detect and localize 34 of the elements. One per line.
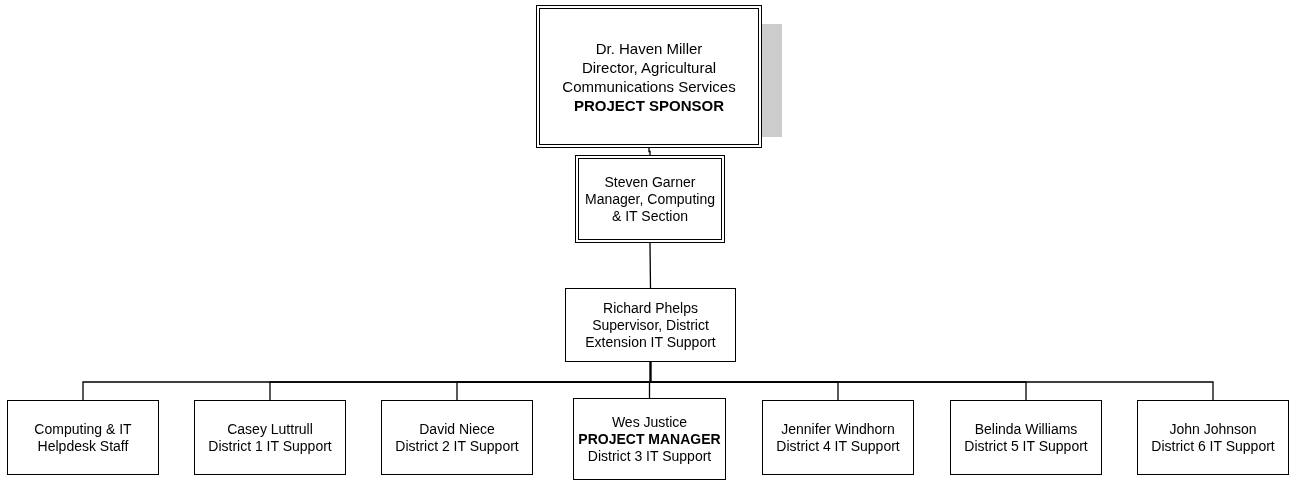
org-box: [7, 400, 159, 475]
org-box: [762, 400, 914, 475]
double-bordered-box: [575, 155, 725, 243]
box-text: Supervisor, District Extension IT Support: [584, 316, 717, 351]
box-text: Dr. Haven Miller: [595, 38, 703, 58]
box-text: Computing & IT Helpdesk Staff: [33, 420, 133, 455]
box-text: District 3 IT Support: [587, 447, 712, 465]
box-text: Richard Phelps: [603, 299, 698, 317]
box-text: David Niece: [419, 420, 495, 438]
org-box: [573, 398, 726, 480]
org-box: [194, 400, 346, 475]
org-box: [950, 400, 1102, 475]
box-text: Casey Luttrull: [227, 420, 313, 438]
box-text: Jennifer Windhorn: [781, 420, 895, 438]
box-text: PROJECT MANAGER: [578, 430, 721, 448]
connector-line: [648, 147, 651, 156]
connector-line: [649, 361, 1214, 401]
box-text: Belinda Williams: [974, 420, 1078, 438]
box-text: Manager, Computing & IT Section: [584, 190, 716, 225]
connector-line: [649, 242, 652, 289]
box-text: Director, Agricultural Communications Services: [561, 57, 737, 96]
box-text: Wes Justice: [611, 413, 688, 431]
box-text: District 1 IT Support: [208, 437, 332, 455]
box-text: District 2 IT Support: [395, 437, 519, 455]
box-text: Steven Garner: [604, 173, 696, 191]
box-text: District 5 IT Support: [964, 437, 1088, 455]
box-text: District 6 IT Support: [1151, 437, 1275, 455]
org-box: [381, 400, 533, 475]
double-bordered-box: [536, 5, 762, 148]
org-box: [1137, 400, 1289, 475]
box-text: PROJECT SPONSOR: [574, 95, 724, 115]
box-text: John Johnson: [1169, 420, 1257, 438]
org-box: [565, 288, 736, 362]
box-text: District 4 IT Support: [776, 437, 900, 455]
